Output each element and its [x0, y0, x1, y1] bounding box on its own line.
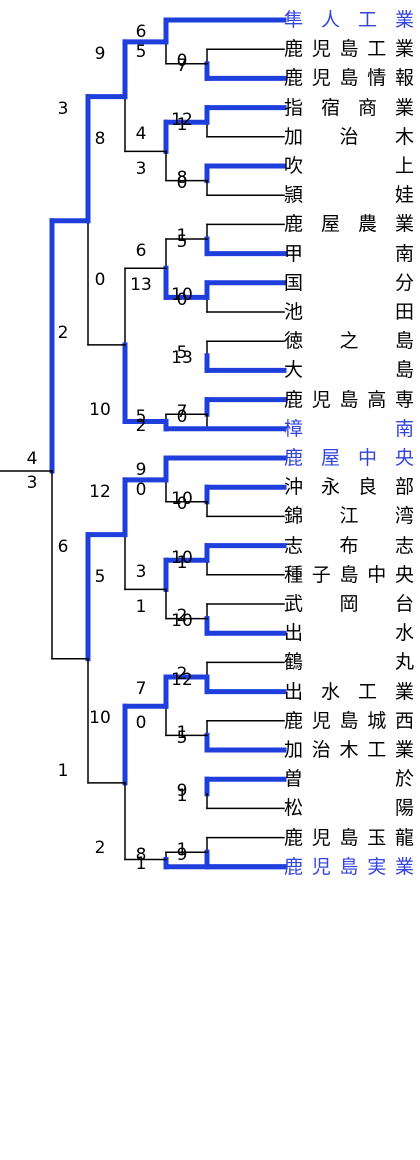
score-label: 2 — [135, 416, 147, 437]
score-label: 2 — [94, 837, 106, 858]
team-name: 鹿屋中央 — [284, 447, 414, 469]
team-name: 曽於 — [284, 768, 414, 791]
score-label: 1 — [176, 552, 188, 573]
score-label: 1 — [135, 854, 147, 875]
score-label: 9 — [135, 460, 147, 480]
team-name: 鹿児島城西 — [284, 709, 414, 732]
team-name: 池田 — [284, 301, 414, 323]
score-label: 1 — [176, 786, 188, 807]
score-label: 5 — [176, 343, 188, 364]
score-label: 0 — [176, 51, 188, 72]
score-label: 6 — [135, 241, 147, 261]
score-label: 1 — [176, 226, 188, 247]
score-label: 0 — [176, 173, 188, 194]
score-label: 4 — [26, 449, 38, 469]
score-label: 10 — [171, 611, 193, 632]
score-label: 1 — [176, 839, 188, 860]
team-name: 鹿児島工業 — [284, 38, 414, 61]
score-label: 9 — [94, 43, 106, 64]
score-label: 3 — [135, 158, 147, 179]
team-name: 大島 — [284, 359, 414, 382]
score-label: 8 — [94, 129, 106, 150]
score-label: 0 — [176, 494, 188, 515]
score-label: 3 — [57, 98, 69, 119]
team-name: 甲南 — [284, 242, 414, 265]
score-label: 10 — [89, 399, 111, 420]
team-name: 錦江湾 — [284, 505, 414, 528]
score-label: 10 — [171, 489, 193, 510]
score-label: 0 — [135, 479, 147, 500]
score-label: 10 — [89, 708, 111, 729]
score-label: 7 — [176, 401, 188, 422]
team-name: 沖永良部 — [284, 476, 414, 499]
score-label: 2 — [176, 664, 188, 685]
score-label: 13 — [171, 348, 193, 369]
score-label: 1 — [57, 760, 69, 781]
score-label: 13 — [130, 275, 152, 296]
score-label: 6 — [135, 22, 147, 42]
team-name: 加治木 — [284, 125, 414, 148]
score-label: 7 — [176, 56, 188, 77]
score-label: 3 — [26, 473, 38, 493]
team-name: 出水工業 — [284, 680, 414, 703]
team-name: 鶴丸 — [284, 651, 414, 674]
team-name: 鹿屋農業 — [284, 213, 414, 236]
score-label: 5 — [94, 567, 106, 588]
score-label: 12 — [171, 669, 193, 690]
team-name: 隼人工業 — [284, 9, 414, 31]
team-name: 指宿商業 — [284, 96, 414, 119]
score-label: 0 — [176, 406, 188, 427]
team-name: 加治木工業 — [284, 739, 414, 761]
team-name: 種子島中央 — [284, 563, 414, 586]
score-label: 5 — [176, 728, 188, 748]
score-label: 10 — [171, 284, 193, 305]
score-label: 4 — [135, 124, 147, 145]
team-name: 松陽 — [284, 797, 414, 820]
team-name: 鹿児島実業 — [284, 855, 414, 878]
score-label: 12 — [171, 109, 193, 130]
score-label: 0 — [94, 270, 106, 291]
team-name: 武岡台 — [284, 593, 414, 615]
team-name: 頴娃 — [284, 184, 414, 207]
score-label: 3 — [135, 562, 147, 583]
team-name: 鹿児島玉龍 — [284, 826, 414, 849]
team-name: 鹿児島情報 — [284, 67, 414, 90]
score-label: 10 — [171, 547, 193, 568]
team-name: 樟南 — [284, 417, 414, 440]
score-label: 1 — [135, 596, 147, 617]
score-label: 0 — [176, 290, 188, 310]
team-name: 出水 — [284, 622, 414, 645]
team-name: 志布志 — [284, 534, 414, 557]
score-label: 7 — [135, 679, 147, 699]
score-label: 8 — [176, 168, 188, 188]
score-label: 5 — [135, 41, 147, 62]
score-label: 9 — [176, 781, 188, 802]
team-name: 国分 — [284, 271, 414, 294]
score-label: 2 — [176, 606, 188, 626]
score-label: 8 — [135, 844, 147, 865]
score-label: 1 — [176, 114, 188, 135]
score-label: 9 — [176, 844, 188, 865]
score-label: 2 — [57, 322, 69, 343]
score-label: 5 — [176, 231, 188, 252]
score-label: 5 — [135, 406, 147, 427]
team-name: 吹上 — [284, 155, 414, 177]
team-name: 鹿児島高専 — [284, 388, 414, 411]
score-label: 12 — [89, 481, 111, 502]
score-label: 0 — [135, 713, 147, 734]
team-name: 徳之島 — [284, 330, 414, 353]
score-label: 1 — [176, 722, 188, 743]
score-label: 6 — [57, 536, 69, 557]
